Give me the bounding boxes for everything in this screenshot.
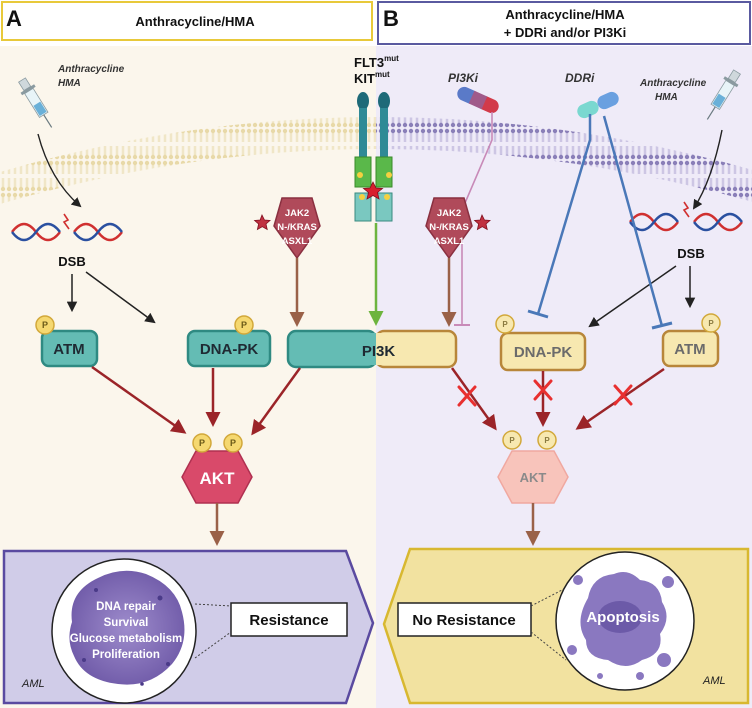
panel-a-header: [1, 1, 373, 41]
svg-text:N-/KRAS: N-/KRAS: [277, 222, 317, 233]
ddr-inhibitor-pill: [577, 91, 619, 119]
svg-text:N-/KRAS: N-/KRAS: [429, 222, 469, 233]
syringe-icon: [706, 69, 741, 120]
no-resistance-box: [397, 602, 532, 637]
svg-text:ASXL1: ASXL1: [282, 236, 313, 247]
cell-effect-3: Glucose metabolism: [70, 633, 182, 645]
apoptosis-label: Apoptosis: [586, 609, 659, 626]
aml-cell-a: [69, 570, 185, 685]
panel-b-title-line2: + DDRi and/or PI3Ki: [504, 25, 626, 40]
resistance-box: [230, 602, 348, 637]
ddri-label: DDRi: [565, 71, 595, 85]
pi3k-inhibitor-pill: [457, 86, 499, 114]
svg-text:P: P: [42, 320, 48, 330]
svg-text:P: P: [230, 438, 236, 448]
pi3ki-label: PI3Ki: [448, 71, 479, 85]
pi3k-label-left: PI: [362, 343, 376, 360]
pi3ki-inhibition-line: [461, 112, 493, 325]
dna-icon: [11, 213, 123, 242]
pi3k-label-right: 3K: [376, 343, 395, 360]
phospho-icon: [537, 430, 557, 450]
ddri-inhibition-line-atm: [602, 115, 664, 327]
svg-text:P: P: [199, 438, 205, 448]
phospho-icon: [234, 315, 254, 335]
panel-b-title-line1: Anthracycline/HMA: [505, 7, 625, 22]
cell-membrane-a: [0, 117, 376, 204]
block-x-icon: [613, 384, 633, 406]
dna-icon: [629, 201, 743, 232]
drug-label-a-line1: Anthracycline: [57, 64, 125, 75]
svg-text:P: P: [502, 320, 508, 329]
no-resistance-label: No Resistance: [412, 612, 515, 629]
apoptotic-cell: [567, 572, 674, 680]
svg-text:P: P: [708, 319, 714, 328]
atm-label-a: ATM: [53, 341, 84, 358]
syringe-icon: [18, 77, 53, 128]
svg-text:JAK2: JAK2: [437, 208, 461, 219]
atm-label-b: ATM: [674, 341, 705, 358]
dnapk-label-a: DNA-PK: [200, 341, 258, 358]
aml-label-b: AML: [702, 675, 726, 687]
panel-a-title: Anthracycline/HMA: [135, 14, 255, 29]
block-x-icon: [457, 385, 477, 407]
phospho-icon: [502, 430, 522, 450]
mutation-pentagon-b: JAK2 N-/KRAS ASXL1: [425, 197, 491, 260]
cell-effect-4: Proliferation: [92, 649, 160, 661]
phospho-icon: [495, 314, 515, 334]
svg-text:P: P: [509, 436, 515, 445]
atm-node-b: [661, 329, 720, 368]
cell-membrane-b: [376, 117, 752, 202]
aml-label-a: AML: [21, 678, 45, 690]
ddri-inhibition-line-dnapk: [536, 114, 592, 315]
drug-label-a-line2: HMA: [58, 78, 81, 89]
svg-text:P: P: [544, 436, 550, 445]
cell-effect-2: Survival: [104, 617, 149, 629]
phospho-icon: [35, 315, 55, 335]
cell-effect-1: DNA repair: [96, 601, 156, 613]
phospho-icon: [192, 433, 212, 453]
phospho-icon: [223, 433, 243, 453]
dsb-label-a: DSB: [58, 254, 85, 269]
atm-node-a: [40, 329, 99, 368]
akt-label-b: AKT: [520, 470, 547, 485]
receptor-label-flt3: FLT3mut: [354, 54, 399, 70]
svg-text:P: P: [241, 320, 247, 330]
receptor-tyrosine-kinase: FLT3mut KITmut: [354, 54, 399, 222]
phospho-icon: [701, 313, 721, 333]
akt-node-b: AKT: [497, 450, 569, 504]
akt-label-a: AKT: [200, 469, 236, 488]
svg-text:ASXL1: ASXL1: [434, 236, 465, 247]
dnapk-node-a: [186, 329, 272, 368]
panel-b-header: [377, 1, 751, 45]
panel-b-letter: B: [383, 6, 399, 31]
svg-text:JAK2: JAK2: [285, 208, 309, 219]
dsb-label-b: DSB: [677, 246, 704, 261]
receptor-label-kit: KITmut: [354, 70, 390, 86]
dnapk-label-b: DNA-PK: [514, 344, 572, 361]
panel-a-letter: A: [6, 6, 22, 31]
dnapk-node-b: [499, 331, 587, 372]
akt-node-a: AKT: [181, 450, 253, 504]
drug-label-b-line1: Anthracycline: [639, 78, 707, 89]
resistance-label: Resistance: [249, 612, 328, 629]
drug-label-b-line2: HMA: [655, 92, 678, 103]
mutation-pentagon-a: JAK2 N-/KRAS ASXL1: [253, 197, 321, 260]
block-x-icon: [533, 379, 553, 401]
